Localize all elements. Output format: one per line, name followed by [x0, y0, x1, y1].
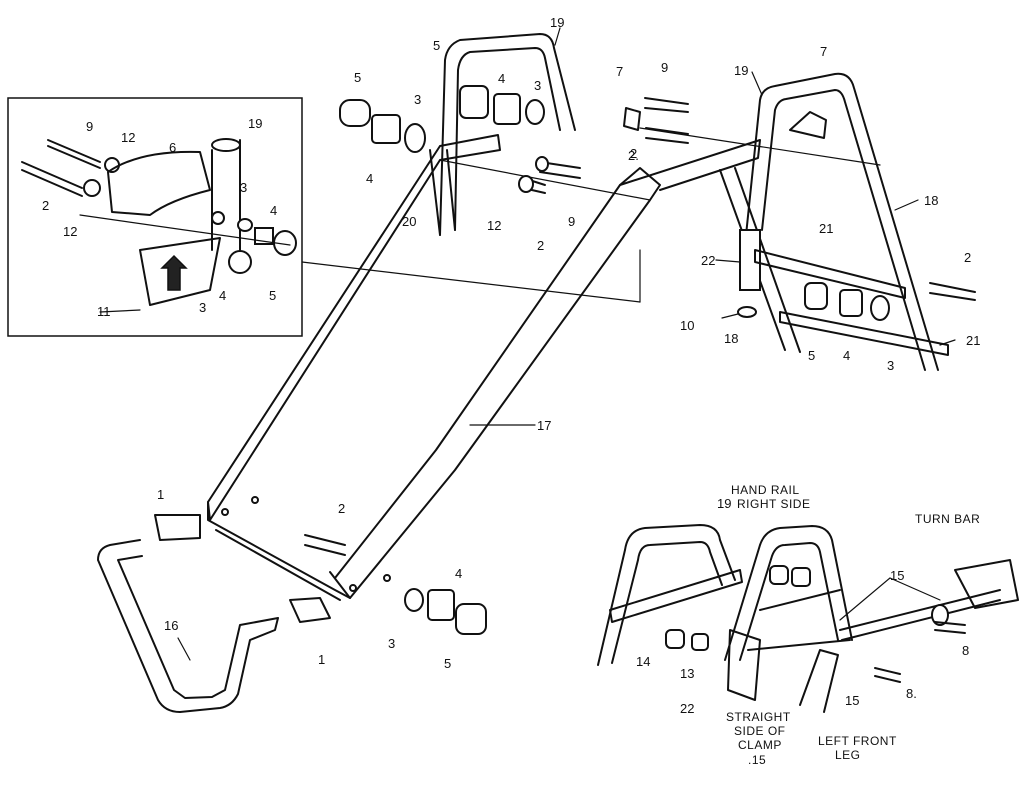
caption-turn-bar: TURN BAR: [915, 512, 980, 526]
label-8: 8: [962, 643, 969, 658]
label-12: 12: [121, 130, 135, 145]
label-1: 1: [318, 652, 325, 667]
label-6: 6: [169, 140, 176, 155]
label-2: 2: [338, 501, 345, 516]
label-4: 4: [270, 203, 277, 218]
label-19: 19: [550, 15, 564, 30]
caption-clamp-number: .15: [748, 753, 766, 767]
label-2: 2: [964, 250, 971, 265]
label-17: 17: [537, 418, 551, 433]
label-3: 3: [199, 300, 206, 315]
label-22: 22: [701, 253, 715, 268]
label-3: 3: [388, 636, 395, 651]
label-10: 10: [680, 318, 694, 333]
label-5: 5: [808, 348, 815, 363]
label-5: 5: [269, 288, 276, 303]
label-9: 9: [86, 119, 93, 134]
label-7: 7: [820, 44, 827, 59]
part-number-labels: 1 1 2 2 2 2 2 8. 3 3 3 3 3 3 4 4 4 4 4 4…: [42, 15, 980, 716]
label-1: 1: [157, 487, 164, 502]
label-21: 21: [966, 333, 980, 348]
label-22: 22: [680, 701, 694, 716]
label-15: 15: [890, 568, 904, 583]
label-9: 9: [568, 214, 575, 229]
center-hardware: [339, 85, 689, 194]
leader-lines: [99, 27, 956, 661]
label-11: 11: [97, 304, 111, 319]
label-4: 4: [498, 71, 505, 86]
label-12: 12: [487, 218, 501, 233]
detail-inset: [7, 97, 303, 337]
label-4: 4: [843, 348, 850, 363]
handrail-turnbar-assembly: [597, 524, 1019, 713]
label-15: 15: [845, 693, 859, 708]
label-3: 3: [240, 180, 247, 195]
label-4: 4: [455, 566, 462, 581]
label-16: 16: [164, 618, 178, 633]
label-2: 2: [537, 238, 544, 253]
caption-side-of: SIDE OF: [734, 724, 786, 738]
label-18: 18: [924, 193, 938, 208]
label-7: 7: [616, 64, 623, 79]
foot-bar-16: [97, 514, 487, 713]
label-19: 19: [734, 63, 748, 78]
main-frame-17: [207, 134, 761, 601]
caption-clamp: CLAMP: [738, 738, 782, 752]
handle-19-center: [429, 33, 576, 236]
label-19: 19: [248, 116, 262, 131]
captions: HAND RAIL RIGHT SIDE TURN BAR STRAIGHT S…: [726, 483, 980, 767]
label-4: 4: [219, 288, 226, 303]
label-3: 3: [887, 358, 894, 373]
label-14: 14: [636, 654, 650, 669]
label-13: 13: [680, 666, 694, 681]
label-20: 20: [402, 214, 416, 229]
label-2: 2.: [628, 148, 639, 163]
label-2: 2: [42, 198, 49, 213]
label-5: 5: [444, 656, 451, 671]
caption-leg: LEG: [835, 748, 861, 762]
label-9: 9: [661, 60, 668, 75]
caption-left-front: LEFT FRONT: [818, 734, 897, 748]
label-18: 18: [724, 331, 738, 346]
caption-hand-rail: HAND RAIL: [731, 483, 800, 497]
label-19: 19: [717, 496, 731, 511]
label-8: 8.: [906, 686, 917, 701]
label-4: 4: [366, 171, 373, 186]
label-2: 2: [630, 146, 637, 161]
caption-right-side: RIGHT SIDE: [737, 497, 810, 511]
label-5: 5: [354, 70, 361, 85]
label-12: 12: [63, 224, 77, 239]
caption-straight: STRAIGHT: [726, 710, 791, 724]
label-5: 5: [433, 38, 440, 53]
leader-line: [301, 261, 641, 303]
label-3: 3: [414, 92, 421, 107]
label-21: 21: [819, 221, 833, 236]
label-3: 3: [534, 78, 541, 93]
